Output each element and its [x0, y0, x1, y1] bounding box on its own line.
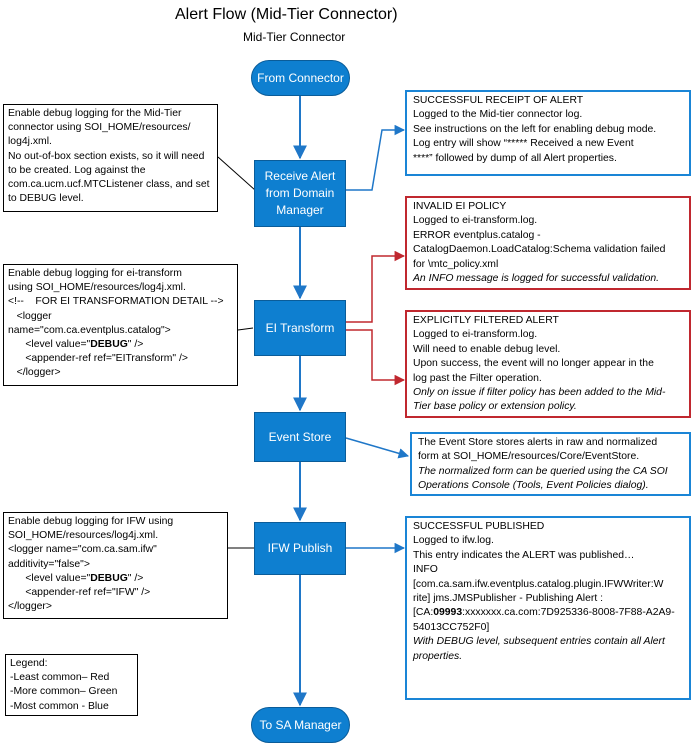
- box-line: This entry indicates the ALERT was publi…: [413, 549, 635, 561]
- note-connector-mid-tier: [217, 156, 256, 191]
- note-line: </logger>: [8, 367, 61, 379]
- box-line: [com.ca.sam.ifw.eventplus.catalog.plugin…: [413, 578, 664, 590]
- note-connector-ei: [237, 327, 254, 331]
- box-explicitly-filtered-alert: EXPLICITLY FILTERED ALERT Logged to ei-t…: [405, 310, 691, 418]
- box-line-italic: Operations Console (Tools, Event Policie…: [418, 480, 649, 492]
- node-ifw-publish-label: IFW Publish: [267, 541, 333, 555]
- box-line: ERROR eventplus.catalog -: [413, 229, 541, 241]
- connector-lines: [217, 96, 410, 707]
- note-line: SOI_HOME/resources/log4j.xml.: [8, 530, 159, 542]
- node-receive-alert: Receive Alert from Domain Manager: [254, 160, 346, 227]
- box-line: log past the Filter operation.: [413, 372, 542, 384]
- box-line: Log entry will show “***** Received a ne…: [413, 138, 634, 150]
- legend-item-blue: -Most common - Blue: [10, 700, 109, 712]
- box-successful-receipt: SUCCESSFUL RECEIPT OF ALERT Logged to th…: [405, 90, 691, 176]
- note-line: <!-- FOR EI TRANSFORMATION DETAIL -->: [8, 296, 224, 308]
- node-ei-transform-label: EI Transform: [265, 320, 335, 335]
- box-line: for \mtc_policy.xml: [413, 258, 499, 270]
- box-line: Will need to enable debug level.: [413, 343, 561, 355]
- legend-item-red: -Least common– Red: [10, 672, 110, 684]
- box-line: Logged to ifw.log.: [413, 535, 494, 547]
- box-line-italic: properties.: [413, 650, 463, 662]
- note-ei-transform-debug: Enable debug logging for ei-transform us…: [3, 264, 238, 386]
- box-line-italic: The normalized form can be queried using…: [418, 465, 668, 477]
- node-receive-alert-line2: from Domain: [265, 186, 335, 200]
- note-line: <logger: [8, 310, 52, 322]
- box-line: SUCCESSFUL PUBLISHED: [413, 521, 545, 532]
- box-line: ****” followed by dump of all Alert prop…: [413, 152, 617, 164]
- box-line: CatalogDaemon.LoadCatalog:Schema validat…: [413, 244, 666, 256]
- node-event-store: Event Store: [254, 412, 346, 462]
- note-line: </logger>: [8, 601, 52, 613]
- box-line: 54013CC752F0]: [413, 621, 490, 633]
- note-line: using SOI_HOME/resources/log4j.xml.: [8, 282, 186, 294]
- box-line-italic: An INFO message is logged for successful…: [413, 273, 660, 285]
- node-from-connector-label: From Connector: [257, 71, 344, 85]
- box-line-italic: With DEBUG level, subsequent entries con…: [413, 636, 665, 648]
- box-line: Upon success, the event will no longer a…: [413, 358, 654, 370]
- arrow-to-filtered-alert: [346, 329, 406, 386]
- note-line: additivity="false">: [8, 558, 90, 570]
- box-line-italic: Tier base policy or extension policy.: [413, 401, 577, 413]
- note-line: name="com.ca.eventplus.catalog">: [8, 324, 171, 336]
- box-line: See instructions on the left for enablin…: [413, 123, 657, 135]
- note-line: <level value="DEBUG" />: [8, 339, 144, 351]
- node-from-connector: From Connector: [251, 60, 350, 96]
- box-line: form at SOI_HOME/resources/Core/EventSto…: [418, 451, 640, 463]
- note-line: <appender-ref ref="IFW" />: [8, 587, 151, 599]
- note-line: <logger name="com.ca.sam.ifw": [8, 544, 157, 556]
- node-ei-transform: EI Transform: [254, 300, 346, 356]
- arrow-to-receipt: [346, 124, 406, 191]
- note-line: <appender-ref ref="EITransform" />: [8, 353, 188, 365]
- box-event-store: The Event Store stores alerts in raw and…: [410, 432, 691, 496]
- node-to-sa-manager-label: To SA Manager: [259, 718, 342, 732]
- note-line: <level value="DEBUG" />: [8, 572, 144, 584]
- note-line: Enable debug logging for ei-transform: [8, 268, 182, 279]
- legend: Legend: -Least common– Red -More common–…: [5, 654, 138, 716]
- box-line: EXPLICITLY FILTERED ALERT: [413, 315, 559, 326]
- box-invalid-ei-policy: INVALID EI POLICY Logged to ei-transform…: [405, 196, 691, 290]
- node-receive-alert-line1: Receive Alert: [264, 169, 336, 183]
- box-line: INVALID EI POLICY: [413, 201, 507, 212]
- note-line: com.ca.ucm.ucf.MTCListener class, and se…: [8, 179, 210, 191]
- legend-item-green: -More common– Green: [10, 686, 118, 698]
- box-line: INFO: [413, 564, 438, 576]
- note-line: to be created. Log against the: [8, 164, 146, 176]
- diagram-subtitle: Mid-Tier Connector: [243, 30, 346, 44]
- note-line: No out-of-box section exists, so it will…: [8, 150, 205, 162]
- node-to-sa-manager: To SA Manager: [251, 707, 350, 743]
- box-line: [CA:09993:xxxxxxx.ca.com:7D925336-8008-7…: [413, 607, 675, 619]
- box-line: SUCCESSFUL RECEIPT OF ALERT: [413, 95, 584, 106]
- note-ifw-debug: Enable debug logging for IFW using SOI_H…: [3, 512, 228, 619]
- box-line: Logged to ei-transform.log.: [413, 329, 538, 341]
- note-line: log4j.xml.: [8, 136, 52, 148]
- note-line: to DEBUG level.: [8, 193, 84, 205]
- note-line: connector using SOI_HOME/resources/: [8, 122, 191, 134]
- box-line: Logged to ei-transform.log.: [413, 215, 538, 227]
- legend-title: Legend:: [10, 658, 48, 669]
- arrow-to-event-store-info: [345, 437, 410, 459]
- box-line-italic: Only on issue if filter policy has been …: [413, 387, 666, 399]
- note-mid-tier-debug: Enable debug logging for the Mid-Tier co…: [3, 104, 218, 212]
- node-receive-alert-line3: Manager: [276, 203, 324, 217]
- note-line: Enable debug logging for the Mid-Tier: [8, 108, 182, 119]
- box-line: rite] jms.JMSPublisher - Publishing Aler…: [413, 593, 603, 605]
- node-ifw-publish: IFW Publish: [254, 522, 346, 575]
- arrow-to-invalid-policy: [346, 250, 406, 323]
- note-line: Enable debug logging for IFW using: [8, 516, 174, 527]
- box-line: The Event Store stores alerts in raw and…: [418, 437, 658, 448]
- box-line: Logged to the Mid-tier connector log.: [413, 109, 583, 121]
- node-event-store-label: Event Store: [268, 429, 332, 444]
- box-successful-published: SUCCESSFUL PUBLISHED Logged to ifw.log. …: [405, 516, 691, 700]
